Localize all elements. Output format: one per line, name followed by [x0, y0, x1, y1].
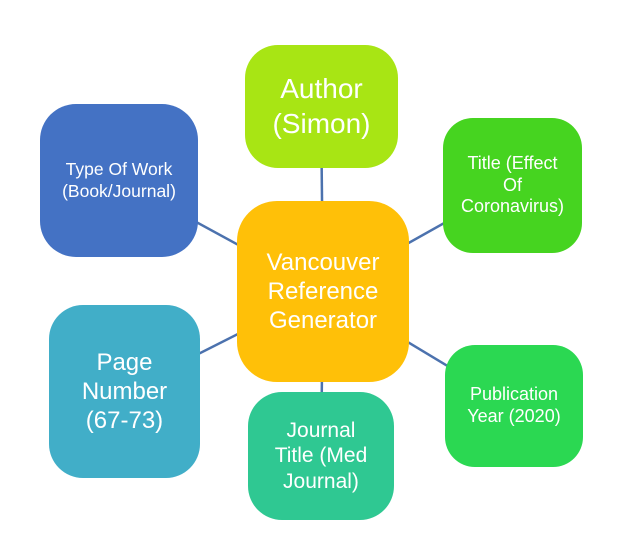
node-journal-title: Journal Title (Med Journal)	[248, 392, 394, 520]
node-publication-year: Publication Year (2020)	[445, 345, 583, 467]
node-author: Author (Simon)	[245, 45, 398, 168]
node-title-label: Title (Effect Of Coronavirus)	[460, 152, 565, 217]
node-type-of-work-label: Type Of Work (Book/Journal)	[62, 159, 176, 201]
node-author-label: Author (Simon)	[272, 73, 371, 139]
node-page-number: Page Number (67-73)	[49, 305, 200, 478]
node-page-number-label: Page Number (67-73)	[81, 348, 168, 435]
node-title: Title (Effect Of Coronavirus)	[443, 118, 582, 253]
node-center-topic: Vancouver Reference Generator	[237, 201, 409, 382]
node-publication-year-label: Publication Year (2020)	[467, 384, 561, 426]
node-journal-title-label: Journal Title (Med Journal)	[274, 418, 368, 493]
node-type-of-work: Type Of Work (Book/Journal)	[40, 104, 198, 257]
node-center-topic-label: Vancouver Reference Generator	[266, 248, 380, 335]
